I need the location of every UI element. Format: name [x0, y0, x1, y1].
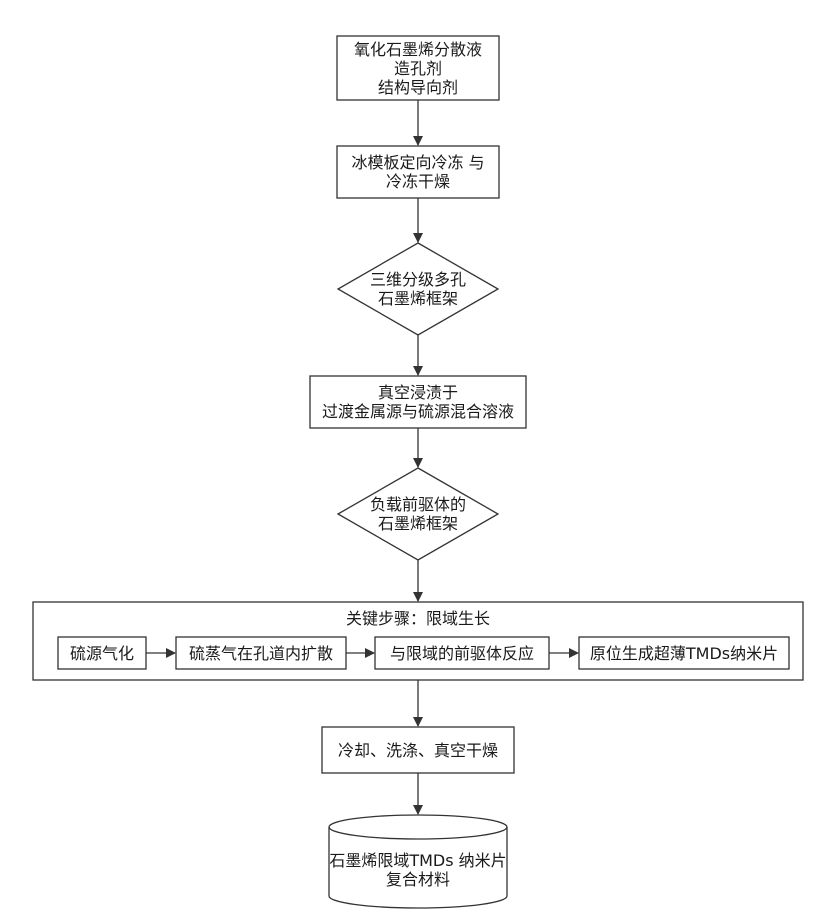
substep-label-1: 硫源气化: [58, 637, 146, 669]
substep-label-2: 硫蒸气在孔道内扩散: [176, 637, 346, 669]
loaded-label: 负载前驱体的 石墨烯框架: [338, 468, 498, 560]
freeze-label: 冰模板定向冷冻 与 冷冻干燥: [337, 146, 499, 198]
impregnate-line-1: 真空浸渍于: [378, 383, 458, 402]
raw-materials-label: 氧化石墨烯分散液 造孔剂 结构导向剂: [337, 36, 499, 100]
raw-materials-line-1: 氧化石墨烯分散液: [354, 40, 482, 59]
framework-line-2: 石墨烯框架: [378, 289, 458, 308]
raw-materials-line-3: 结构导向剂: [378, 78, 458, 97]
framework-line-1: 三维分级多孔: [370, 270, 466, 289]
product-cylinder-top: [329, 815, 507, 839]
framework-label: 三维分级多孔 石墨烯框架: [338, 243, 498, 335]
impregnate-label: 真空浸渍于 过渡金属源与硫源混合溶液: [310, 376, 526, 428]
post-process-label: 冷却、洗涤、真空干燥: [322, 727, 514, 773]
raw-materials-line-2: 造孔剂: [394, 59, 442, 78]
substep-label-4: 原位生成超薄TMDs纳米片: [579, 637, 789, 669]
freeze-line-2: 冷冻干燥: [386, 172, 450, 191]
substep-label-3: 与限域的前驱体反应: [375, 637, 549, 669]
loaded-line-2: 石墨烯框架: [378, 514, 458, 533]
freeze-line-1: 冰模板定向冷冻 与: [351, 153, 484, 172]
product-label: 石墨烯限域TMDs 纳米片 复合材料: [329, 842, 507, 898]
loaded-line-1: 负载前驱体的: [370, 495, 466, 514]
product-line-2: 复合材料: [386, 870, 450, 889]
product-line-1: 石墨烯限域TMDs 纳米片: [329, 851, 506, 870]
key-step-title: 关键步骤：限域生长: [33, 606, 803, 630]
impregnate-line-2: 过渡金属源与硫源混合溶液: [322, 402, 514, 421]
